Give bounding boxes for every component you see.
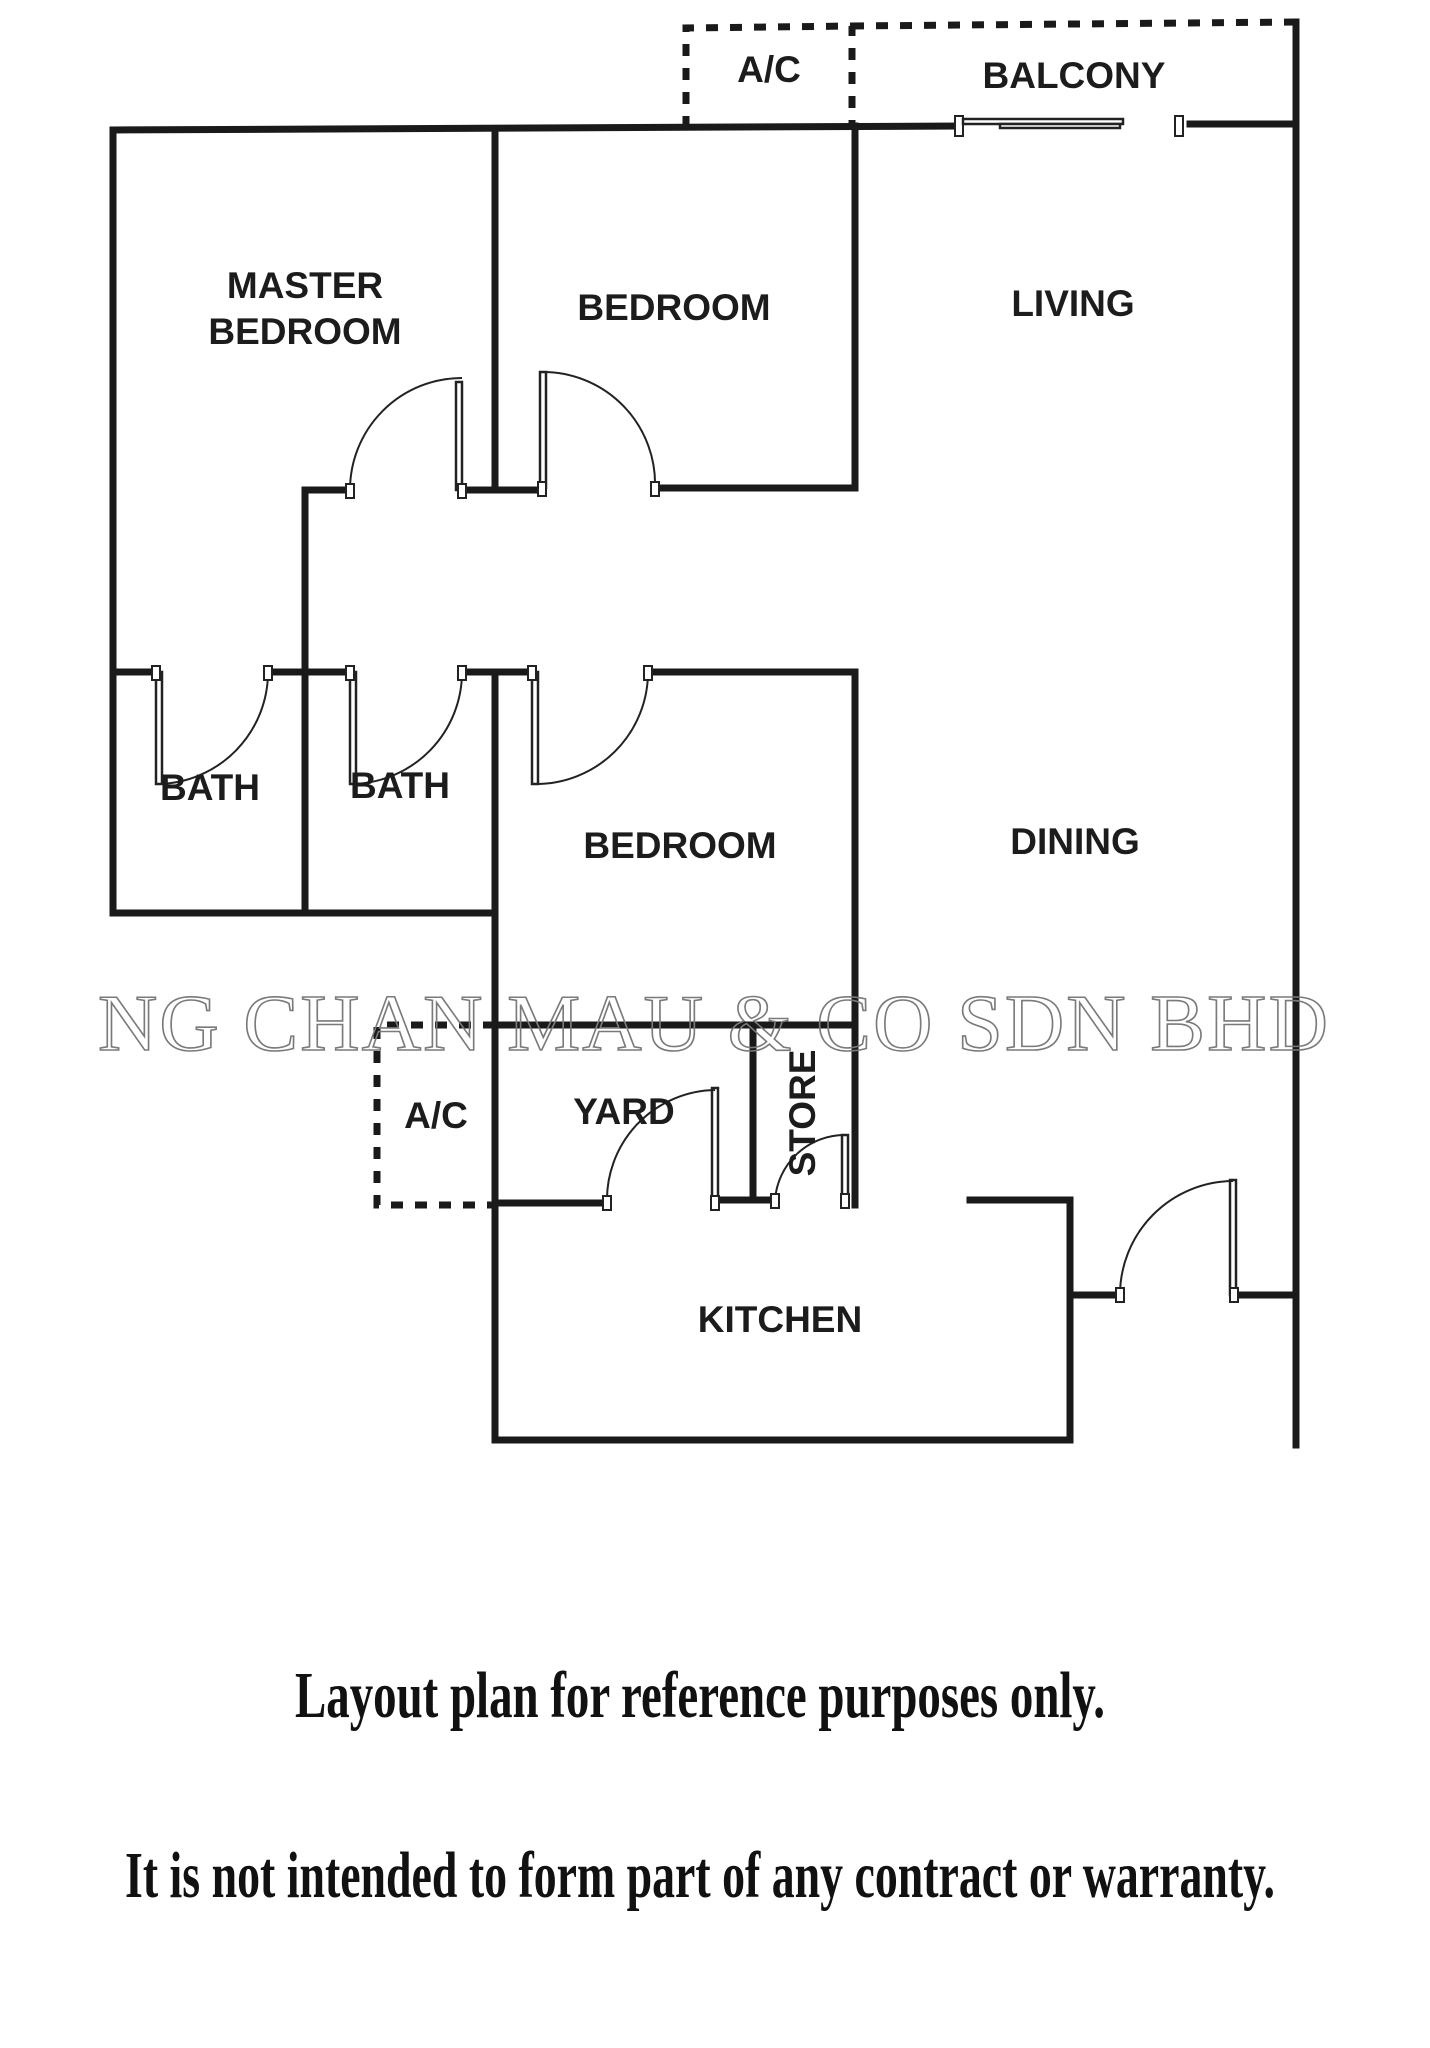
- ac-label: A/C: [404, 1095, 468, 1136]
- dining-label: DINING: [1010, 821, 1140, 862]
- bedroom-door-icon: [527, 665, 653, 786]
- watermark-text: NG CHAN MAU & CO SDN BHD: [98, 980, 1330, 1068]
- bath-label: BATH: [160, 767, 260, 808]
- bedroom-door-icon: [537, 370, 660, 497]
- doors: [151, 115, 1239, 1303]
- walls: [109, 18, 1300, 1449]
- room-labels: A/C BALCONY MASTER BEDROOM BEDROOM LIVIN…: [160, 49, 1166, 1340]
- master-bedroom-label: BEDROOM: [208, 311, 401, 352]
- store-door-icon: [770, 1133, 850, 1209]
- bedroom-label: BEDROOM: [577, 287, 770, 328]
- ac-ledges: [373, 18, 1297, 1209]
- bath-door-icon: [151, 665, 273, 786]
- master-bedroom-door-icon: [345, 377, 467, 499]
- disclaimer-line-2: It is not intended to form part of any c…: [125, 1839, 1275, 1912]
- store-label: STORE: [782, 1050, 823, 1177]
- bath-label: BATH: [350, 765, 450, 806]
- bedroom-label: BEDROOM: [583, 825, 776, 866]
- balcony-label: BALCONY: [983, 55, 1166, 96]
- ac-label: A/C: [737, 49, 801, 90]
- master-bedroom-label: MASTER: [227, 265, 383, 306]
- disclaimer-line-1: Layout plan for reference purposes only.: [295, 1659, 1105, 1732]
- living-label: LIVING: [1011, 283, 1134, 324]
- yard-door-icon: [602, 1086, 720, 1211]
- bath-door-icon: [345, 665, 467, 786]
- yard-label: YARD: [573, 1091, 674, 1132]
- sliding-door-icon: [954, 115, 1184, 137]
- kitchen-label: KITCHEN: [698, 1299, 862, 1340]
- entrance-door-icon: [1115, 1178, 1239, 1303]
